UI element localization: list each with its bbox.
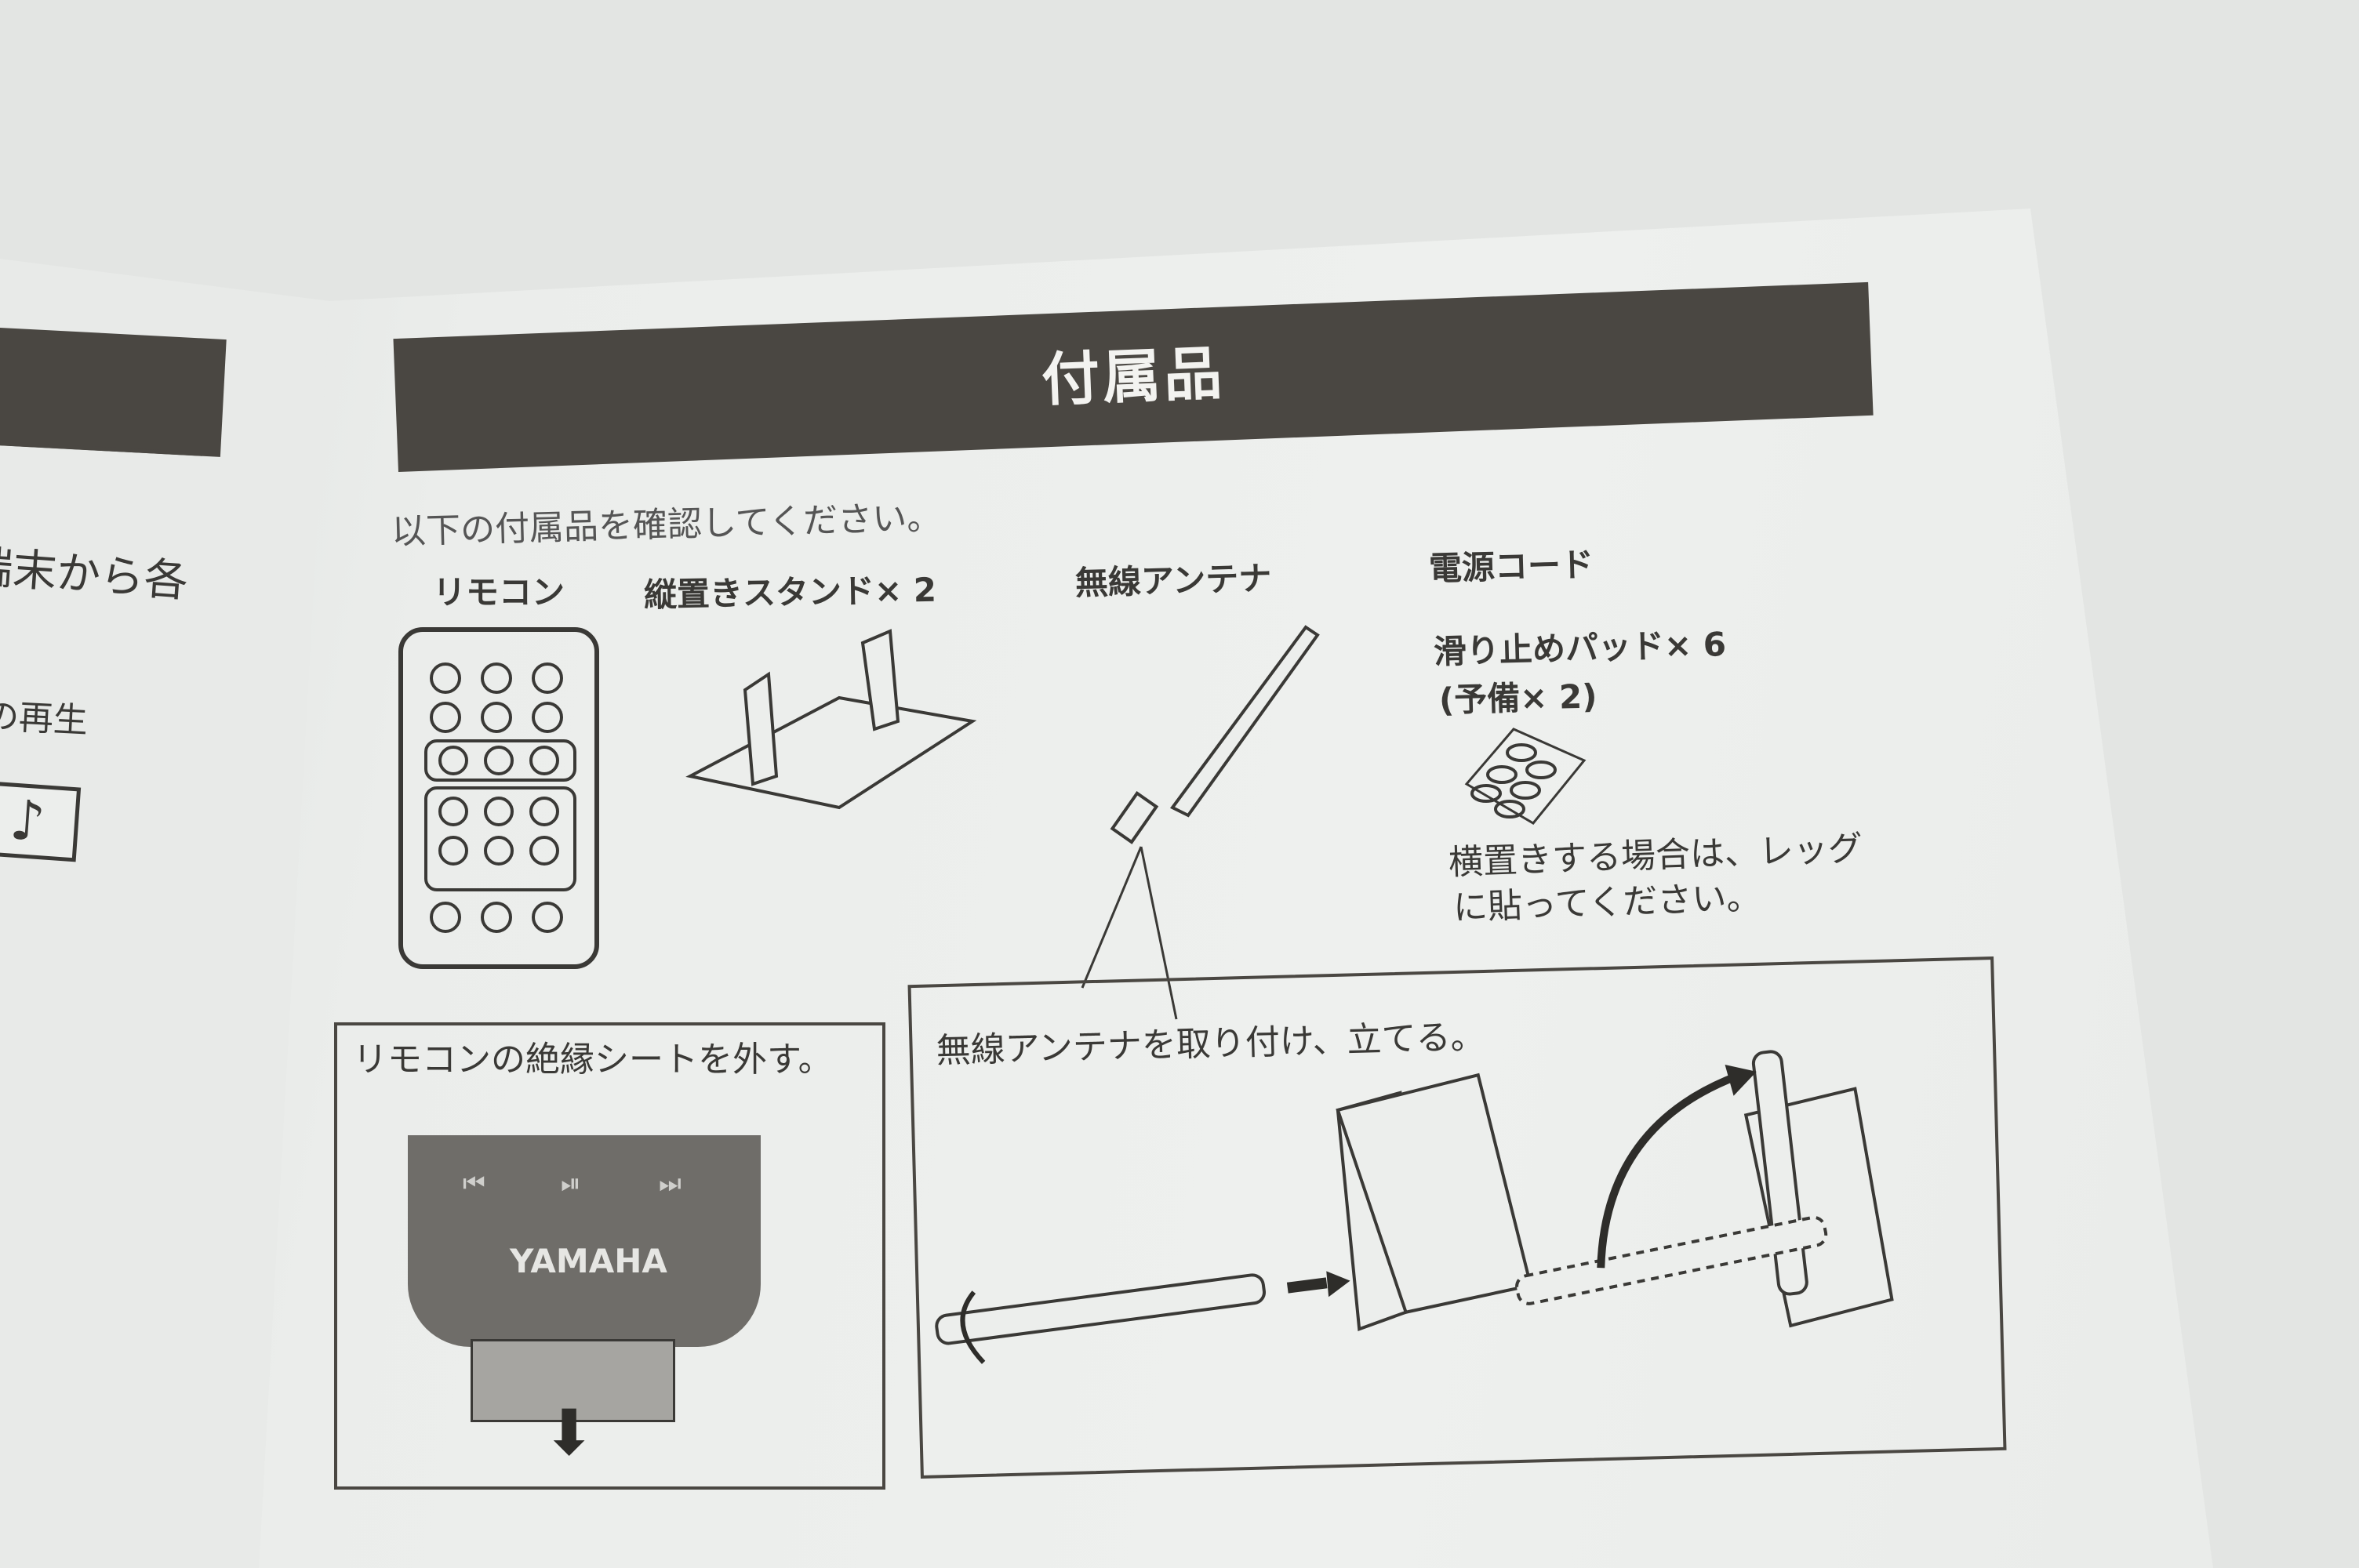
next-track-icon: ⏭ — [659, 1168, 682, 1198]
music-note-file-icon: ♪ — [0, 780, 82, 862]
left-heading-fragment: 端末から各 — [0, 541, 190, 608]
remote-step-caption: リモコンの絶縁シートを外す。 — [353, 1040, 833, 1080]
item-label-pads-spare: (予備× 2) — [1438, 677, 1598, 720]
pads-note-line2: に貼ってください。 — [1452, 877, 1762, 928]
pads-illustration — [1464, 728, 1587, 825]
insulation-sheet — [471, 1339, 675, 1422]
antenna-step-caption: 無線アンテナを取り付け、立てる。 — [936, 1016, 1486, 1072]
item-label-remote: リモコン — [433, 573, 565, 612]
antenna-illustration — [1081, 625, 1320, 1020]
stand-illustration — [685, 629, 977, 810]
remote-control-illustration — [398, 627, 599, 969]
item-label-stand: 縦置きスタンド× 2 — [643, 570, 937, 615]
item-label-pads: 滑り止めパッド× 6 — [1433, 625, 1727, 671]
antenna-step-box: 無線アンテナを取り付け、立てる。 — [907, 956, 2007, 1479]
play-pause-icon: ⏯ — [561, 1168, 581, 1198]
previous-track-icon: ⏮ — [463, 1168, 485, 1198]
section-title: 付属品 — [1040, 339, 1227, 415]
item-label-power-cord: 電源コード — [1428, 545, 1594, 588]
down-arrow-icon: ⬇ — [543, 1396, 596, 1469]
remote-bottom-illustration: ⏮ ⏯ ⏭ YAMAHA — [408, 1135, 761, 1347]
antenna-attach-illustration — [935, 1050, 1894, 1364]
left-section-banner — [0, 327, 227, 457]
remote-step-box: リモコンの絶縁シートを外す。 ⏮ ⏯ ⏭ YAMAHA ⬇ — [334, 1022, 885, 1490]
left-text-fragment: の再生 — [0, 695, 89, 742]
item-label-antenna: 無線アンテナ — [1074, 558, 1272, 603]
yamaha-logo: YAMAHA — [510, 1242, 667, 1280]
